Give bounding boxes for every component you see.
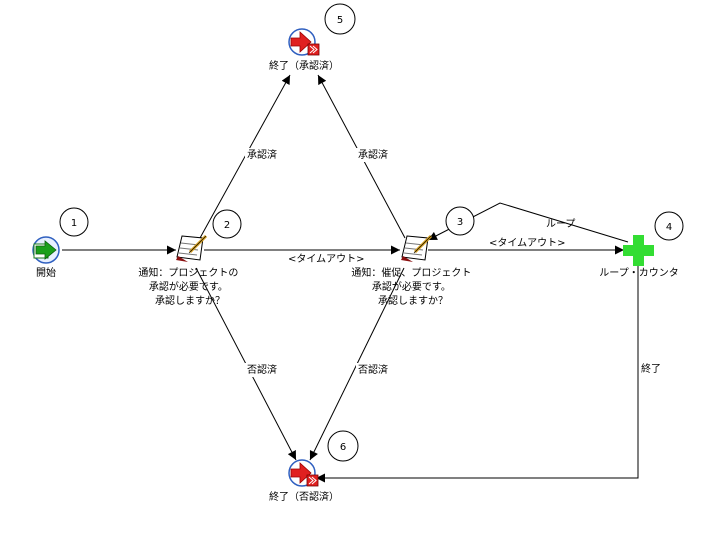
edge-label-timeout-1: <タイムアウト> [288,253,365,265]
node-notify-2-label: 通知：催促、プロジェクト 承認が必要です。 承認しますか？ [351,266,474,307]
green-plus-icon [623,235,654,266]
node-number-6: 6 [327,430,359,462]
node-number-4: 4 [654,211,684,241]
node-loop-counter[interactable]: ループ・カウンタ 4 [599,211,684,279]
edge-label-approved-left: 承認済 [247,148,277,161]
svg-text:4: 4 [666,222,672,233]
edge-labels: 承認済 承認済 <タイムアウト> <タイムアウト> ループ 否認済 否認済 終了 [245,148,666,377]
start-arrow-icon [32,236,60,264]
edge-label-approved-right: 承認済 [358,148,388,161]
node-number-1: 1 [59,207,89,237]
node-end-approved[interactable]: 終了（承認済） 5 [269,3,356,72]
svg-text:2: 2 [224,220,230,231]
node-notify-1[interactable]: 通知：プロジェクトの 承認が必要です。 承認しますか？ 2 [138,209,242,307]
edge-label-timeout-2: <タイムアウト> [489,237,566,249]
node-loop-counter-label: ループ・カウンタ [599,267,678,279]
node-number-2: 2 [212,209,242,239]
node-number-5: 5 [324,3,356,35]
notepad-pencil-icon [176,234,208,262]
svg-text:5: 5 [337,15,343,26]
node-number-3: 3 [445,206,475,236]
svg-text:6: 6 [340,442,346,453]
edge-label-rejected-left: 否認済 [247,363,277,376]
node-notify-2[interactable]: 通知：催促、プロジェクト 承認が必要です。 承認しますか？ 3 [351,206,475,307]
node-start-label: 開始 [36,266,56,279]
node-start[interactable]: 開始 1 [32,207,89,279]
edge-label-loop: ループ [546,218,575,230]
svg-text:3: 3 [457,217,463,228]
edge-label-rejected-right: 否認済 [358,363,388,376]
end-arrow-icon [288,459,319,487]
notepad-pencil-icon [401,234,433,262]
edge-label-end: 終了 [641,362,661,375]
edge-loop-to-end-rejected[interactable] [316,263,639,483]
node-end-rejected-label: 終了（否認済） [269,490,339,503]
node-end-approved-label: 終了（承認済） [269,59,339,72]
node-notify-1-label: 通知：プロジェクトの 承認が必要です。 承認しますか？ [138,266,241,307]
end-arrow-icon [288,28,320,56]
node-end-rejected[interactable]: 終了（否認済） 6 [269,430,359,503]
edges [62,74,639,483]
svg-text:1: 1 [71,218,77,229]
